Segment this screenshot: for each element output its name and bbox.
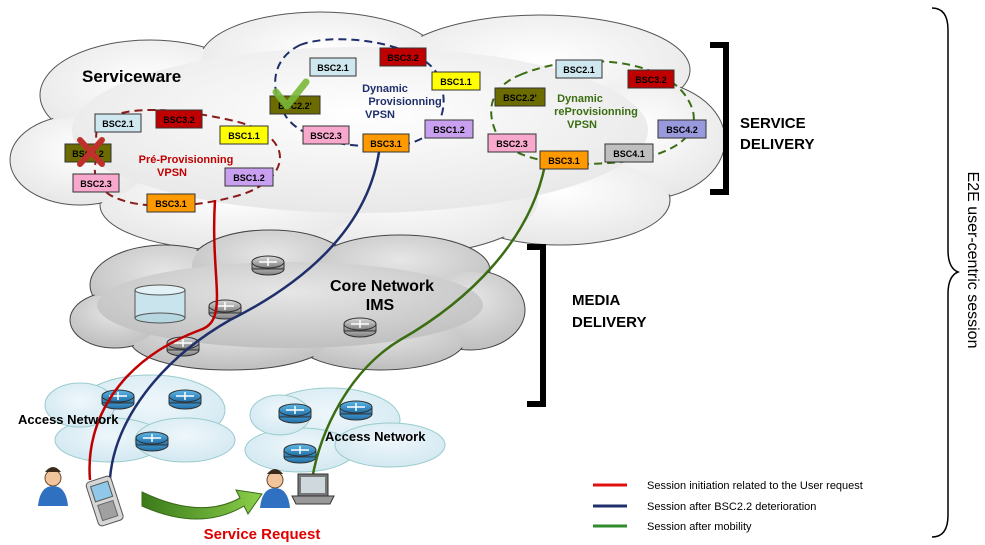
failure-x-icon bbox=[77, 137, 105, 167]
router-icon bbox=[283, 443, 317, 464]
router-icon bbox=[135, 431, 169, 452]
bsc-label: BSC1.2 bbox=[233, 173, 265, 183]
bsc-box: BSC1.1 bbox=[431, 71, 481, 91]
session-line-red bbox=[88, 199, 219, 481]
media-delivery-label-2: DELIVERY bbox=[572, 314, 646, 331]
dynamic-provisioning-label-2: Provisionning bbox=[368, 96, 441, 108]
bsc-box: BSC2.1 bbox=[94, 113, 142, 133]
bsc-label: BSC4.2 bbox=[666, 125, 698, 135]
bsc-label: BSC2.1 bbox=[317, 63, 349, 73]
bsc-box: BSC1.1 bbox=[219, 125, 269, 145]
router-icon bbox=[278, 403, 312, 424]
bsc-label: BSC1.1 bbox=[228, 131, 260, 141]
bsc-box: BSC1.2 bbox=[424, 119, 474, 139]
dynamic-reprovisioning-label-1: Dynamic bbox=[557, 93, 603, 105]
e2e-brace bbox=[931, 7, 961, 538]
bsc-label: BSC3.1 bbox=[370, 139, 402, 149]
dynamic-reprovisioning-label-3: VPSN bbox=[567, 119, 597, 131]
legend-item: Session after BSC2.2 deterioration bbox=[593, 501, 816, 513]
bsc-box: BSC2.3 bbox=[302, 125, 350, 145]
bsc-label: BSC2.1 bbox=[102, 119, 134, 129]
dynamic-provisioning-label-3: VPSN bbox=[365, 109, 395, 121]
dynamic-reprovisioning-label-2: reProvisionning bbox=[554, 106, 638, 118]
bsc-label: BSC2.2' bbox=[503, 93, 537, 103]
bsc-label: BSC2.3 bbox=[80, 179, 112, 189]
bsc-label: BSC2.2' bbox=[278, 101, 312, 111]
core-network-subtitle: IMS bbox=[366, 297, 395, 314]
serviceware-title: Serviceware bbox=[82, 67, 181, 86]
bsc-label: BSC1.2 bbox=[433, 125, 465, 135]
router-icon bbox=[339, 400, 373, 421]
bsc-box: BSC4.2 bbox=[657, 119, 707, 139]
bsc-boxes-pre: BSC2.1 BSC3.2 BSC1.1 BSC2.2 BSC1.2 BSC2.… bbox=[64, 109, 274, 213]
bsc-box: BSC1.2 bbox=[224, 167, 274, 187]
service-delivery-label-2: DELIVERY bbox=[740, 136, 814, 153]
session-line-green bbox=[310, 164, 547, 481]
bsc-box: BSC3.1 bbox=[539, 150, 589, 170]
access-network-left-label: Access Network bbox=[18, 412, 119, 427]
router-icon bbox=[251, 255, 285, 276]
bsc-boxes-redyn: BSC2.1 BSC3.2 BSC2.2' BSC4.2 BSC2.3 BSC3… bbox=[487, 59, 707, 170]
legend-item: Session after mobility bbox=[593, 521, 752, 533]
bsc-boxes-dyn: BSC2.1 BSC3.2 BSC1.1 BSC2.2' BSC2.3 BSC3… bbox=[269, 47, 481, 153]
bsc-box: BSC3.2 bbox=[379, 47, 427, 67]
bsc-box: BSC3.1 bbox=[362, 133, 410, 153]
bsc-box: BSC3.2 bbox=[627, 69, 675, 89]
bsc-label: BSC3.2 bbox=[387, 53, 419, 63]
service-delivery-bracket bbox=[710, 42, 729, 195]
media-delivery-label-1: MEDIA bbox=[572, 292, 621, 309]
pre-provisioning-label-2: VPSN bbox=[157, 167, 187, 179]
bsc-box: BSC2.3 bbox=[487, 133, 537, 153]
e2e-session-label: E2E user-centric session bbox=[964, 172, 981, 349]
mobility-arrow-icon bbox=[141, 489, 263, 520]
bsc-label: BSC2.1 bbox=[563, 65, 595, 75]
bsc-label: BSC3.2 bbox=[163, 115, 195, 125]
bsc-label: BSC2.3 bbox=[310, 131, 342, 141]
mobile-phone-icon bbox=[85, 475, 124, 527]
legend: Session initiation related to the User r… bbox=[593, 480, 863, 533]
session-line-navy bbox=[108, 144, 382, 479]
bsc-box: BSC3.2 bbox=[155, 109, 203, 129]
bsc-label: BSC2.3 bbox=[496, 139, 528, 149]
media-delivery-bracket bbox=[527, 244, 546, 407]
pre-provisioning-label-1: Pré-Provisionning bbox=[139, 154, 234, 166]
user-icon-left bbox=[38, 467, 68, 506]
bsc-box: BSC2.1 bbox=[555, 59, 603, 79]
bsc-box: BSC4.1 bbox=[604, 143, 654, 163]
bsc-box: BSC2.1 bbox=[309, 57, 357, 77]
service-delivery-label-1: SERVICE bbox=[740, 115, 806, 132]
bsc-box: BSC2.2' bbox=[494, 87, 546, 107]
router-icon bbox=[168, 389, 202, 410]
legend-text: Session after BSC2.2 deterioration bbox=[647, 501, 816, 513]
access-router-icons bbox=[101, 389, 373, 464]
bsc-box: BSC2.3 bbox=[72, 173, 120, 193]
router-icon bbox=[343, 317, 377, 338]
service-request-label: Service Request bbox=[204, 526, 321, 543]
dynamic-provisioning-label-1: Dynamic bbox=[362, 83, 408, 95]
database-icon bbox=[134, 284, 186, 324]
user-icon-right bbox=[260, 469, 290, 508]
bsc-box: BSC3.1 bbox=[146, 193, 196, 213]
success-check-icon bbox=[272, 78, 310, 110]
bsc-label: BSC3.2 bbox=[635, 75, 667, 85]
legend-item: Session initiation related to the User r… bbox=[593, 480, 863, 492]
bsc-label: BSC1.1 bbox=[440, 77, 472, 87]
bsc-label: BSC3.1 bbox=[155, 199, 187, 209]
legend-text: Session after mobility bbox=[647, 521, 752, 533]
access-network-right-label: Access Network bbox=[325, 429, 426, 444]
legend-text: Session initiation related to the User r… bbox=[647, 480, 863, 492]
core-network-title: Core Network bbox=[330, 278, 434, 295]
bsc-label: BSC4.1 bbox=[613, 149, 645, 159]
laptop-icon bbox=[291, 473, 335, 505]
bsc-label: BSC3.1 bbox=[548, 156, 580, 166]
